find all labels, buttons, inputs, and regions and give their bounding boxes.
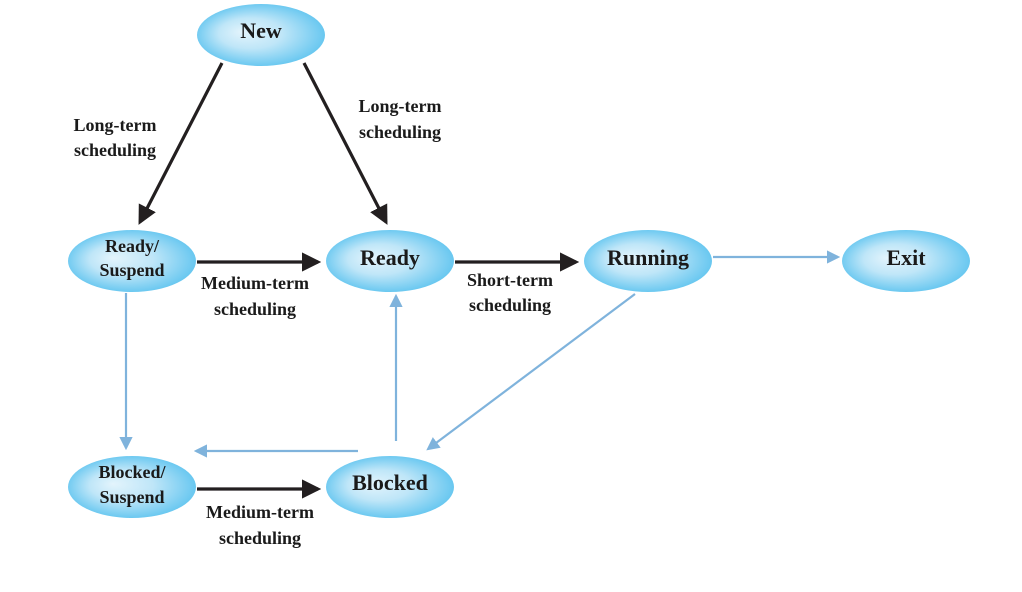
node-blocked: Blocked — [326, 456, 454, 518]
node-exit-label: Exit — [886, 245, 926, 270]
node-running: Running — [584, 230, 712, 292]
label-ready-to-running-line2: scheduling — [469, 295, 551, 315]
node-ready-suspend-label-line1: Ready/ — [105, 236, 160, 256]
label-ready-suspend-to-ready-line1: Medium-term — [201, 273, 309, 293]
node-ready: Ready — [326, 230, 454, 292]
arrow-running-to-blocked — [426, 293, 636, 451]
node-ready-suspend: Ready/ Suspend — [68, 230, 196, 292]
label-new-to-ready-line1: Long-term — [359, 96, 442, 116]
node-blocked-suspend-label-line1: Blocked/ — [98, 462, 166, 482]
arrow-new-to-ready-suspend — [138, 62, 224, 225]
node-ready-suspend-label-line2: Suspend — [99, 260, 164, 280]
node-blocked-suspend: Blocked/ Suspend — [68, 456, 196, 518]
label-new-to-ready-suspend-line2: scheduling — [74, 140, 156, 160]
label-blocked-suspend-to-blocked-line2: scheduling — [219, 528, 301, 548]
node-exit: Exit — [842, 230, 970, 292]
label-ready-to-running-line1: Short-term — [467, 270, 553, 290]
node-new-label: New — [240, 18, 282, 43]
node-ready-label: Ready — [360, 245, 420, 270]
label-new-to-ready-line2: scheduling — [359, 122, 441, 142]
node-blocked-label: Blocked — [352, 470, 428, 495]
label-ready-suspend-to-ready-line2: scheduling — [214, 299, 296, 319]
label-blocked-suspend-to-blocked-line1: Medium-term — [206, 502, 314, 522]
node-new: New — [197, 4, 325, 66]
node-blocked-suspend-label-line2: Suspend — [99, 487, 164, 507]
node-running-label: Running — [607, 245, 689, 270]
arrow-new-to-ready — [302, 62, 388, 225]
label-new-to-ready-suspend-line1: Long-term — [74, 115, 157, 135]
